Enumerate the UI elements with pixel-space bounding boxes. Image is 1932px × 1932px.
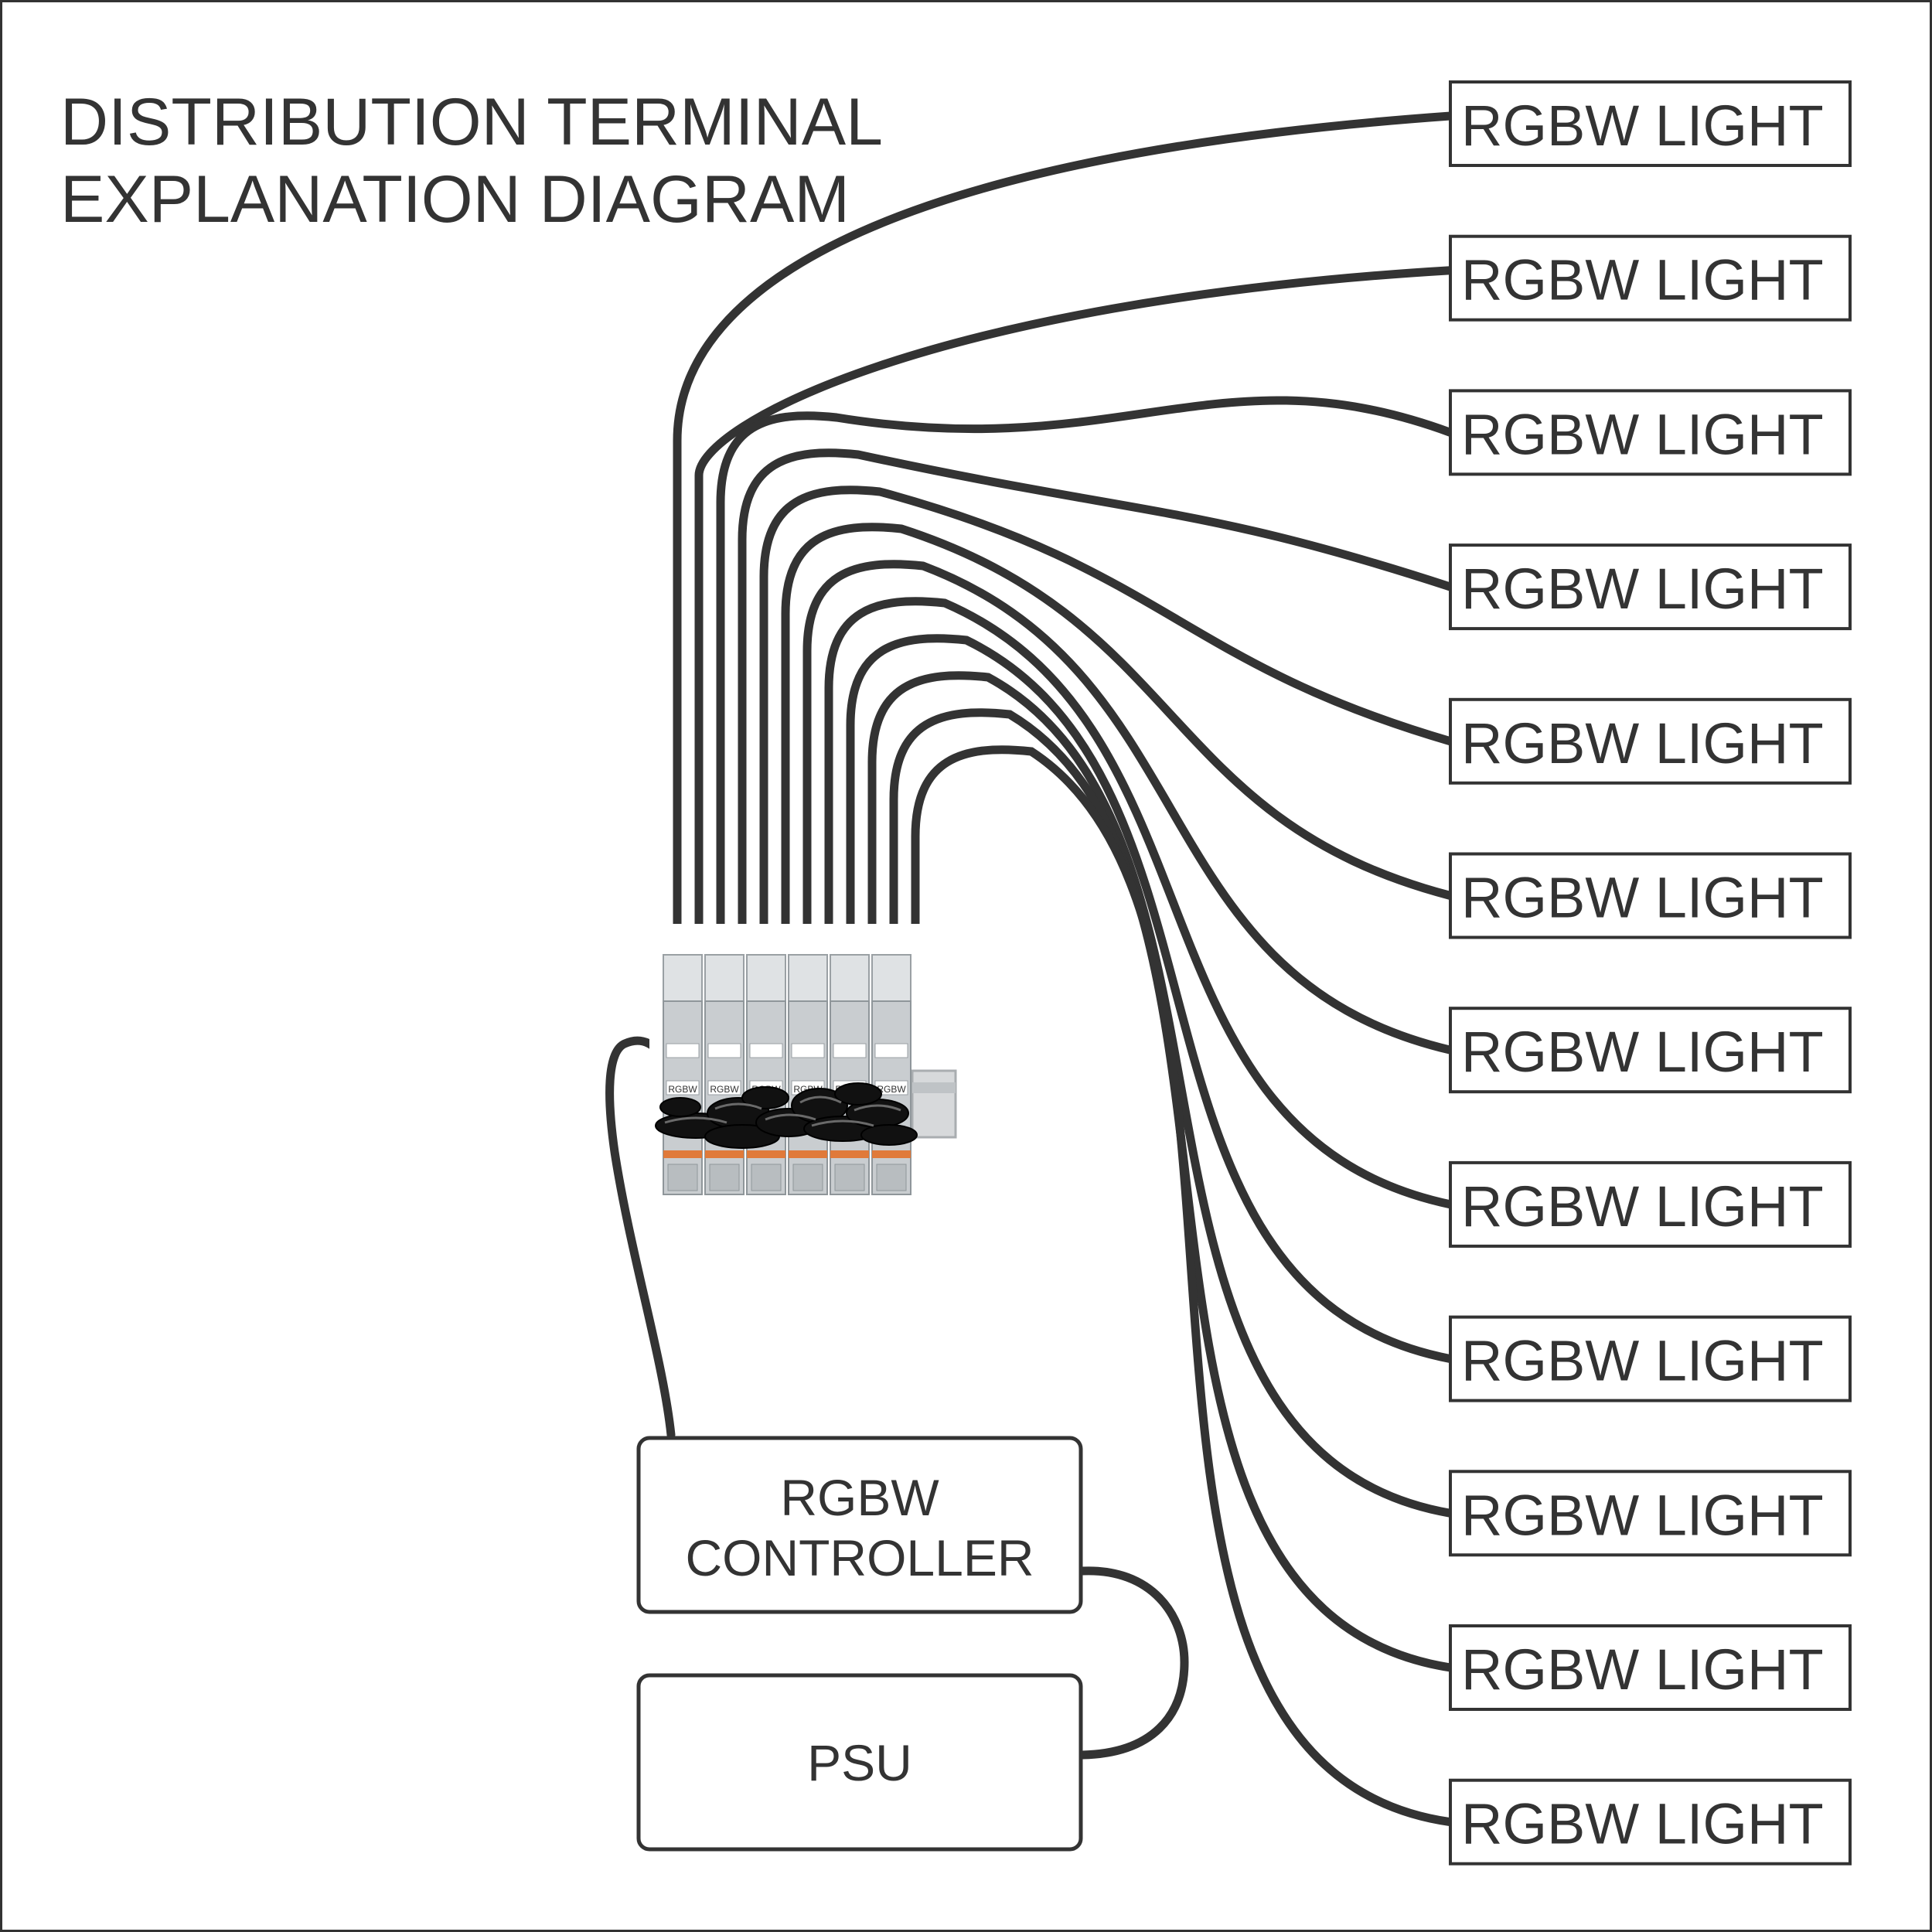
psu-label: PSU	[807, 1734, 912, 1791]
terminal-module-part	[872, 1150, 911, 1158]
terminal-module-part	[830, 954, 870, 1002]
terminal-module-part	[791, 1043, 825, 1058]
wire-to-rgbw-light-1	[673, 111, 1455, 975]
rgbw-light-4: RGBW LIGHT	[1449, 543, 1852, 631]
coil-highlights	[664, 1095, 901, 1127]
rgbw-light-10: RGBW LIGHT	[1449, 1470, 1852, 1557]
rgbw-light-box	[1449, 697, 1852, 785]
terminal-module-part	[707, 1043, 741, 1058]
terminal-module-part	[707, 1080, 741, 1095]
terminal-module: RGBW	[788, 954, 828, 1195]
terminal-module-label: RGBW	[710, 1084, 739, 1095]
wire-to-rgbw-light-2	[694, 266, 1455, 1004]
wire-to-rgbw-light-9	[846, 634, 1455, 1364]
rgbw-light-label: RGBW LIGHT	[1461, 248, 1824, 312]
rgbw-light-8: RGBW LIGHT	[1449, 1160, 1852, 1248]
terminal-module-part	[871, 954, 911, 1002]
wire-to-rgbw-light-7	[802, 560, 1455, 1055]
terminal-module-part	[751, 1164, 782, 1191]
terminal-module: RGBW	[871, 954, 911, 1195]
terminal-module: RGBW	[830, 954, 870, 1195]
terminal-module: RGBW	[704, 954, 745, 1195]
rgbw-controller-box	[636, 1436, 1083, 1614]
terminal-module-part	[834, 1164, 865, 1191]
rgbw-light-box	[1449, 1007, 1852, 1094]
diagram-title-line-2: EXPLANATION DIAGRAM	[60, 162, 850, 237]
terminal-module-label: RGBW	[668, 1084, 697, 1095]
wire-to-rgbw-light-3	[716, 396, 1455, 975]
controller-to-terminal-wire	[605, 1036, 676, 1440]
light-wires	[673, 111, 1455, 1827]
rgbw-light-box	[1449, 1160, 1852, 1248]
terminal-module-part	[667, 1164, 698, 1191]
wire-to-rgbw-light-5	[759, 486, 1455, 975]
rgbw-light-box	[1449, 543, 1852, 631]
rgbw-light-label: RGBW LIGHT	[1461, 557, 1824, 621]
rgbw-light-box	[1449, 234, 1852, 322]
rgbw-light-1: RGBW LIGHT	[1449, 80, 1852, 167]
rgbw-light-6: RGBW LIGHT	[1449, 852, 1852, 939]
rgbw-light-label: RGBW LIGHT	[1461, 1020, 1824, 1084]
terminal-module-part	[876, 1164, 907, 1191]
terminal-module-part	[833, 1043, 867, 1058]
terminal-module-label: RGBW	[877, 1084, 906, 1095]
terminal-module-part	[705, 1150, 744, 1158]
rgbw-controller: RGBW CONTROLLER	[636, 1436, 1083, 1614]
psu: PSU	[636, 1673, 1083, 1852]
terminal-module-part	[789, 1150, 827, 1158]
din-rail-lip	[912, 1082, 956, 1093]
terminal-module-part	[709, 1164, 740, 1191]
terminal-module-part	[749, 1043, 783, 1058]
rgbw-light-5: RGBW LIGHT	[1449, 697, 1852, 785]
rgbw-light-label: RGBW LIGHT	[1461, 1792, 1824, 1856]
rgbw-light-box	[1449, 1778, 1852, 1866]
terminal-module-part	[666, 1080, 700, 1095]
terminal-module-part	[830, 1150, 869, 1158]
rgbw-light-label: RGBW LIGHT	[1461, 1637, 1824, 1702]
rgbw-light-11: RGBW LIGHT	[1449, 1624, 1852, 1711]
rgbw-light-3: RGBW LIGHT	[1449, 389, 1852, 476]
rgbw-light-9: RGBW LIGHT	[1449, 1315, 1852, 1402]
rgbw-light-2: RGBW LIGHT	[1449, 234, 1852, 322]
rgbw-light-label: RGBW LIGHT	[1461, 1329, 1824, 1393]
rgbw-controller-label-line-1: RGBW	[780, 1469, 939, 1526]
rgbw-light-box	[1449, 1470, 1852, 1557]
controller-to-psu-wire	[1078, 1566, 1189, 1760]
terminal-module-part	[788, 954, 828, 1002]
diagram-title-line-1: DISTRIBUTION TERMINAL	[60, 85, 883, 159]
rgbw-light-box	[1449, 852, 1852, 939]
rgbw-light-label: RGBW LIGHT	[1461, 94, 1824, 158]
rgbw-light-label: RGBW LIGHT	[1461, 1174, 1824, 1239]
wire-to-rgbw-light-6	[781, 523, 1455, 1004]
distribution-terminal-block: RGBWRGBWRGBWRGBWRGBWRGBW	[649, 924, 957, 1212]
rgbw-light-label: RGBW LIGHT	[1461, 866, 1824, 930]
terminal-module-part	[746, 954, 786, 1002]
rgbw-light-label: RGBW LIGHT	[1461, 402, 1824, 466]
terminal-module: RGBW	[663, 954, 703, 1195]
rgbw-light-box	[1449, 1624, 1852, 1711]
terminal-module: RGBW	[746, 954, 786, 1195]
terminal-module-part	[704, 954, 745, 1002]
rgbw-light-box	[1449, 80, 1852, 167]
terminal-module-part	[666, 1043, 700, 1058]
rgbw-light-label: RGBW LIGHT	[1461, 1483, 1824, 1547]
terminal-module-part	[792, 1164, 823, 1191]
terminal-module-part	[663, 1150, 702, 1158]
rgbw-light-box	[1449, 1315, 1852, 1402]
wire-to-rgbw-light-4	[738, 448, 1455, 1004]
terminal-module-part	[663, 954, 703, 1002]
rgbw-light-box	[1449, 389, 1852, 476]
terminal-module-part	[874, 1043, 908, 1058]
rgbw-controller-label-line-2: CONTROLLER	[685, 1529, 1034, 1586]
terminal-module-part	[747, 1150, 785, 1158]
rgbw-light-7: RGBW LIGHT	[1449, 1007, 1852, 1094]
rgbw-light-label: RGBW LIGHT	[1461, 711, 1824, 775]
wire-to-rgbw-light-12	[911, 745, 1455, 1827]
rgbw-lights: RGBW LIGHT RGBW LIGHT RGBW LIGHT RGBW LIGHT…	[1449, 80, 1852, 1866]
din-rail	[911, 1069, 957, 1139]
psu-box	[636, 1673, 1083, 1852]
rgbw-light-12: RGBW LIGHT	[1449, 1778, 1852, 1866]
wire-to-rgbw-light-8	[824, 597, 1455, 1209]
